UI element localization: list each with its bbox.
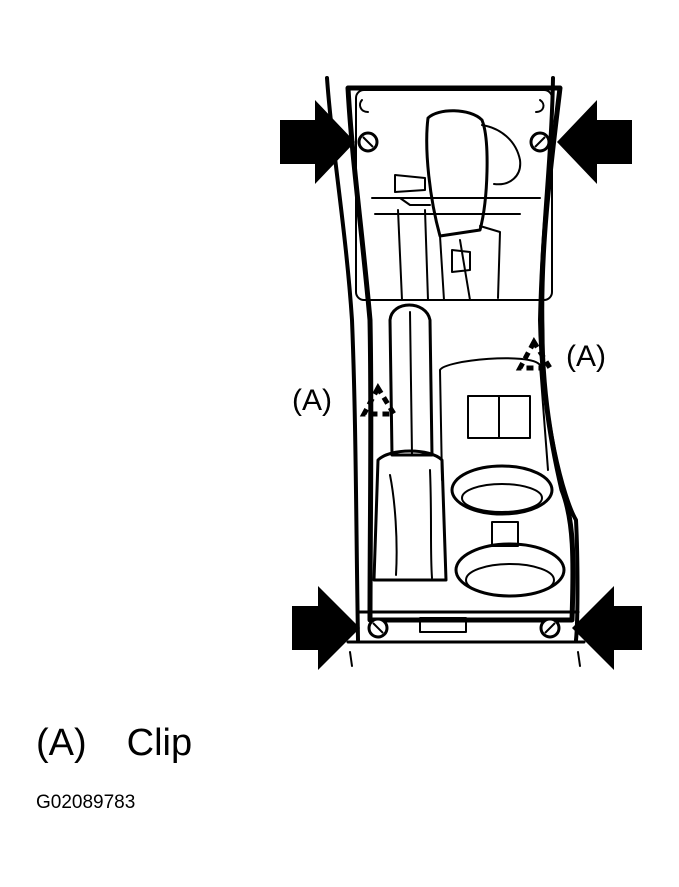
shift-boot-detail [394,124,522,206]
mid-trim-recess [439,357,549,481]
arrow-top-left [280,100,355,184]
console-diagram [280,76,642,670]
arrow-bottom-left [292,586,360,670]
callout-right: (A) [566,340,606,373]
clip-marker-right [515,336,555,371]
shift-knob [425,109,489,238]
upper-slot-right [535,99,545,113]
upper-slot-left [359,99,369,113]
legend-label: Clip [126,722,193,764]
figure-code: G02089783 [36,792,136,813]
rear-connector [419,617,467,633]
arrow-icon [280,100,642,670]
cup-holder-front-inner [461,483,543,513]
handbrake-boot [372,449,448,582]
top-trim-panel [355,89,553,301]
cup-holder-rear-inner [465,563,555,597]
legend-symbol: (A) [36,722,87,764]
screw-icon [357,131,561,639]
callout-left: (A) [292,384,332,417]
bottom-mark-right [577,651,581,667]
handbrake-boot-folds [389,469,433,579]
console-inner-outline [345,85,576,623]
arrow-top-right [557,100,632,184]
clip-marker-left [359,382,399,417]
shift-gate [439,225,501,301]
clip-icon [359,336,555,417]
handbrake-lever [388,303,434,457]
arrow-bottom-right [572,586,642,670]
cup-holder-front [450,464,554,516]
cup-holder-divider [491,521,519,547]
handbrake-grip-lines [397,209,429,456]
bottom-mark-left [349,651,353,667]
legend: (A) Clip [36,722,192,765]
